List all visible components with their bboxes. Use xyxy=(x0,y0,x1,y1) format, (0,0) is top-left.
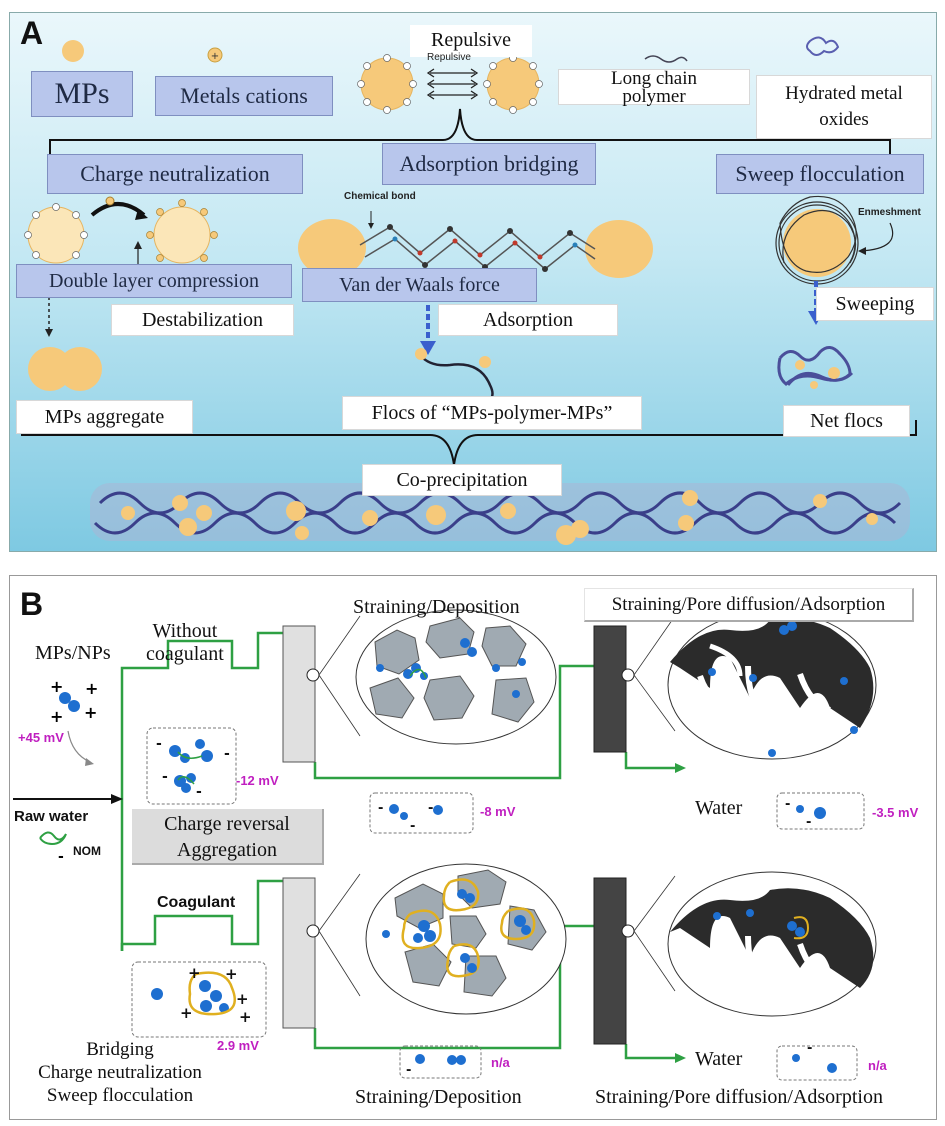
carbon-zoom-bottom xyxy=(667,871,877,1017)
co-precipitation-label: Co-precipitation xyxy=(362,464,562,496)
svg-text:+: + xyxy=(84,703,97,722)
enmeshment-label: Enmeshment xyxy=(858,207,921,218)
cation-icon xyxy=(207,47,223,63)
chemical-bond-label: Chemical bond xyxy=(344,191,416,202)
co-precipitation-network xyxy=(90,483,910,545)
adsorption-label: Adsorption xyxy=(438,304,618,336)
svg-text:-: - xyxy=(410,819,415,834)
straining-pore-top-label: Straining/Pore diffusion/Adsorption xyxy=(584,588,914,622)
charge-neutralization-particles-icon xyxy=(24,196,218,269)
net-flocs-icon xyxy=(777,346,854,389)
mps-nps-icon: + + + + xyxy=(50,677,98,726)
svg-text:-: - xyxy=(428,801,433,816)
mechanisms-label: Bridging Charge neutralization Sweep flo… xyxy=(38,1039,202,1106)
mps-nps-label: MPs/NPs xyxy=(35,642,111,664)
mv-45-label: +45 mV xyxy=(18,730,64,745)
svg-text:+: + xyxy=(239,1008,252,1026)
panel-b-letter: B xyxy=(20,586,44,622)
charge-reversal-box: Charge reversal Aggregation xyxy=(132,809,324,865)
repulsive-small-label: Repulsive xyxy=(427,52,471,63)
svg-text:+: + xyxy=(180,1004,193,1022)
charge-neutralization-box: Charge neutralization xyxy=(47,154,303,194)
water-top-label: Water xyxy=(695,797,743,819)
hydrated-oxide-icon xyxy=(806,36,840,56)
filtrate-3-dashed-box xyxy=(399,1045,482,1079)
na-1-label: n/a xyxy=(491,1055,510,1070)
panel-b: + + + + - -- xyxy=(9,575,937,1120)
mv-29-label: 2.9 mV xyxy=(217,1038,259,1053)
repulsive-particles-icon xyxy=(357,54,543,114)
particles-in-boxes xyxy=(151,739,837,1073)
mv-8-label: -8 mV xyxy=(480,804,516,819)
svg-text:-: - xyxy=(196,784,202,800)
top-bracket xyxy=(49,108,891,155)
svg-text:-: - xyxy=(224,746,230,762)
flocs-label: Flocs of “MPs-polymer-MPs” xyxy=(342,396,642,430)
svg-text:+: + xyxy=(188,964,201,982)
polymer-icon xyxy=(644,55,688,63)
svg-text:-: - xyxy=(807,1041,812,1056)
svg-text:-: - xyxy=(162,769,168,785)
svg-text:-: - xyxy=(406,1063,411,1078)
carbon-zoom-top xyxy=(667,610,877,760)
mps-aggregate-label: MPs aggregate xyxy=(16,400,193,434)
aggregation-dashed-box xyxy=(146,727,237,805)
filtrate-1-dashed-box xyxy=(369,792,474,834)
carbon-filter-bottom xyxy=(593,877,627,1045)
carbon-filter-top xyxy=(593,625,627,753)
long-chain-polymer-label: Long chain polymer xyxy=(558,69,750,106)
straining-pore-bottom-label: Straining/Pore diffusion/Adsorption xyxy=(595,1086,883,1108)
mp-particle-icon xyxy=(62,40,84,62)
coagulated-dashed-box xyxy=(131,961,267,1038)
hydrated-metal-oxides-label: Hydrated metal oxides xyxy=(756,75,932,139)
svg-text:-: - xyxy=(785,797,790,812)
water-bottom-label: Water xyxy=(695,1048,743,1070)
na-2-label: n/a xyxy=(868,1058,887,1073)
without-coagulant-label: Without coagulant xyxy=(146,620,224,665)
svg-text:-: - xyxy=(58,849,64,865)
sweeping-label: Sweeping xyxy=(816,287,934,321)
sand-zoom-top xyxy=(355,609,557,745)
chemical-bond-polymer-icon xyxy=(298,211,653,278)
coagulant-label: Coagulant xyxy=(157,894,236,911)
metal-cations-box: Metals cations xyxy=(155,76,333,116)
sand-filter-top xyxy=(282,625,316,763)
mps-box: MPs xyxy=(31,71,133,117)
mv-12-label: -12 mV xyxy=(236,773,279,788)
double-layer-compression-box: Double layer compression xyxy=(16,264,292,298)
svg-text:-: - xyxy=(156,736,162,752)
filtrate-4-dashed-box xyxy=(776,1045,858,1081)
panel-a-graphics: + xyxy=(21,36,917,545)
nom-icon xyxy=(39,831,67,846)
filtrate-2-dashed-box xyxy=(776,792,865,830)
svg-text:+: + xyxy=(211,51,219,62)
repulsive-label: Repulsive xyxy=(410,25,532,57)
sand-filter-bottom xyxy=(282,877,316,1029)
enmeshment-icon xyxy=(775,195,894,285)
van-der-waals-box: Van der Waals force xyxy=(302,268,537,302)
mps-aggregate-icon xyxy=(28,347,102,391)
panel-a: + xyxy=(9,12,937,552)
svg-text:-: - xyxy=(378,801,383,816)
straining-deposition-bottom-label: Straining/Deposition xyxy=(355,1086,522,1108)
sweep-flocculation-box: Sweep flocculation xyxy=(716,154,924,194)
straining-deposition-top-label: Straining/Deposition xyxy=(353,596,520,618)
flow-lines xyxy=(120,631,678,1060)
adsorption-bridging-box: Adsorption bridging xyxy=(382,143,596,185)
svg-text:+: + xyxy=(225,965,238,983)
destabilization-label: Destabilization xyxy=(111,304,294,336)
svg-text:+: + xyxy=(85,679,98,698)
panel-b-graphics: + + + + - -- xyxy=(13,609,877,1081)
svg-text:+: + xyxy=(236,990,249,1008)
panel-a-letter: A xyxy=(20,15,44,51)
mv-35-label: -3.5 mV xyxy=(872,805,919,820)
svg-text:+: + xyxy=(50,707,63,726)
net-flocs-label: Net flocs xyxy=(783,405,910,437)
svg-text:-: - xyxy=(806,815,811,830)
nom-label: NOM xyxy=(73,844,101,858)
sand-zoom-bottom xyxy=(365,863,567,1015)
raw-water-label: Raw water xyxy=(14,808,89,825)
svg-text:+: + xyxy=(50,677,63,696)
